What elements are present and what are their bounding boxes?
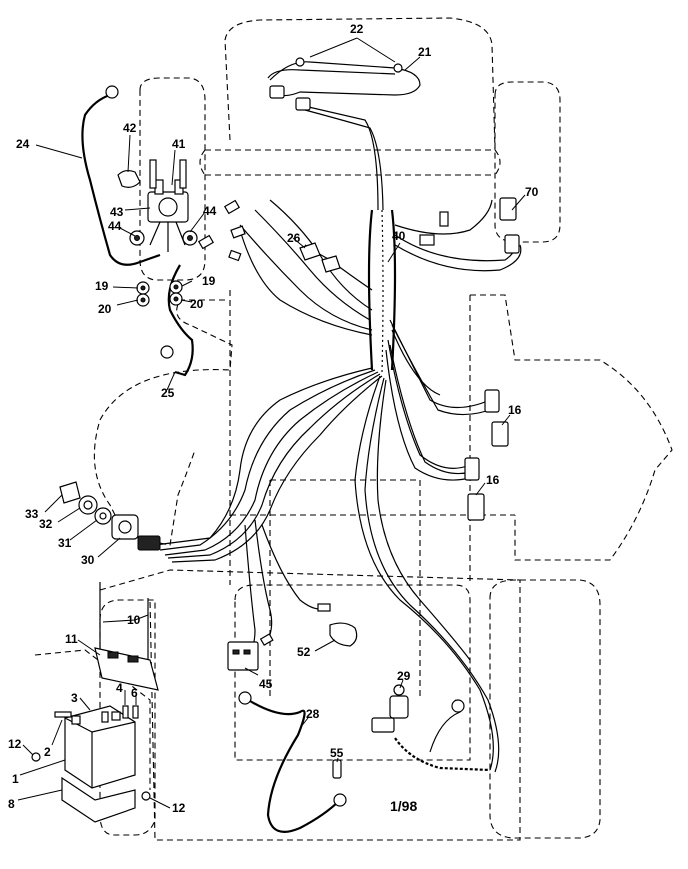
callout-20-right: 20 — [190, 297, 204, 311]
left-fender-outline — [93, 299, 233, 546]
cable-28 — [244, 697, 341, 833]
callout-33: 33 — [25, 507, 39, 521]
ground-cable-25 — [167, 264, 194, 377]
hood-outline — [224, 17, 496, 151]
coiled-cord — [394, 737, 491, 772]
callout-2: 2 — [44, 745, 51, 759]
callout-41: 41 — [172, 137, 186, 151]
rear-deck-outline — [99, 569, 521, 841]
callout-43: 43 — [110, 205, 124, 219]
callout-44-left: 44 — [108, 219, 122, 233]
harness-loom-sleeve — [367, 209, 397, 373]
callout-19-left: 19 — [95, 279, 109, 293]
callout-21: 21 — [418, 45, 432, 59]
callout-30: 30 — [81, 553, 95, 567]
battery-tray-8 — [61, 776, 136, 823]
leader-lines — [17, 37, 526, 809]
left-front-wheel-outline — [139, 77, 206, 281]
callout-28: 28 — [306, 707, 320, 721]
callout-22: 22 — [350, 22, 364, 36]
callout-55: 55 — [330, 746, 344, 760]
callout-32: 32 — [39, 517, 53, 531]
component-52 — [329, 622, 358, 647]
callout-25: 25 — [161, 386, 175, 400]
callout-16-lower: 16 — [486, 473, 500, 487]
battery-cable-24 — [81, 93, 161, 266]
callout-70: 70 — [525, 185, 539, 199]
ring-terminal — [105, 85, 119, 99]
callout-12-left: 12 — [8, 737, 22, 751]
date-stamp: 1/98 — [390, 798, 417, 814]
callout-4: 4 — [116, 681, 123, 695]
seat-outline — [234, 584, 471, 761]
right-rear-wheel-outline — [489, 579, 601, 839]
callout-6: 6 — [131, 686, 138, 700]
seat-switch-16b — [467, 493, 485, 521]
callout-16-upper: 16 — [508, 403, 522, 417]
solenoid-assembly — [81, 85, 246, 377]
callout-19-right: 19 — [202, 274, 216, 288]
callout-11: 11 — [65, 632, 78, 646]
boot-42 — [117, 169, 141, 188]
callout-1: 1 — [12, 772, 19, 786]
callout-29: 29 — [397, 669, 411, 683]
callout-42: 42 — [123, 121, 137, 135]
module-45 — [227, 641, 259, 671]
right-fender-outline — [470, 294, 673, 561]
connector-70 — [499, 197, 517, 221]
callout-26: 26 — [287, 231, 301, 245]
seat-switch-16a — [491, 421, 509, 447]
callout-12-right: 12 — [172, 801, 186, 815]
fuse-55 — [332, 759, 342, 779]
callout-10: 10 — [127, 613, 141, 627]
callout-31: 31 — [58, 536, 72, 550]
callout-24: 24 — [16, 137, 30, 151]
battery-group — [31, 582, 159, 823]
connectors — [59, 57, 520, 833]
callout-labels: 22 21 24 42 41 43 44 44 26 40 70 19 19 2… — [8, 22, 539, 815]
callout-20-left: 20 — [98, 302, 112, 316]
main-harness — [154, 61, 522, 773]
callout-45: 45 — [259, 677, 273, 691]
switch-29 — [389, 695, 409, 719]
chassis-rail-center — [230, 479, 515, 700]
front-axle-outline — [199, 149, 501, 176]
callout-8: 8 — [8, 797, 15, 811]
callout-52: 52 — [297, 645, 311, 659]
headlight-connector — [269, 85, 285, 99]
switch-26 — [299, 242, 321, 261]
key-33 — [59, 481, 81, 504]
tractor-outline — [34, 17, 673, 841]
callout-40: 40 — [392, 229, 406, 243]
left-rear-wheel-outline — [99, 599, 156, 836]
callout-3: 3 — [71, 691, 78, 705]
callout-44-right: 44 — [203, 204, 217, 218]
